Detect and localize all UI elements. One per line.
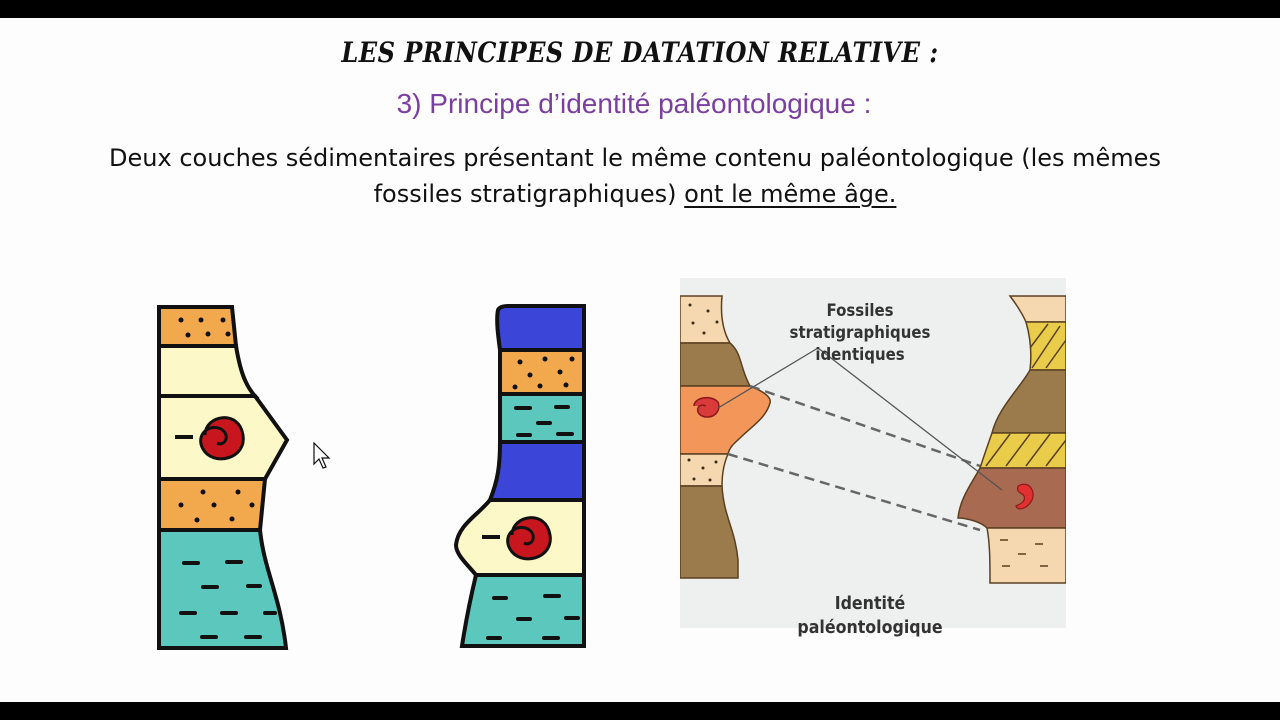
diagram-illustration — [680, 295, 1066, 584]
label-identity-line-2: paléontologique — [797, 617, 943, 638]
label-identical-fossils-line-1: Fossiles stratigraphiques — [789, 301, 931, 343]
definition-line-1: Deux couches sédimentaires présentant le… — [109, 144, 1161, 172]
paleontological-identity-diagram: Fossiles stratigraphiques identiques Ide… — [680, 278, 1066, 638]
slide-subtitle: 3) Principe d’identité paléontologique : — [396, 88, 872, 119]
definition-text: Deux couches sédimentaires présentant le… — [30, 140, 1240, 212]
label-paleontological-identity: Identité paléontologique — [773, 592, 967, 640]
stratigraphic-column-middle — [453, 304, 586, 648]
label-identity-line-1: Identité — [834, 593, 906, 614]
definition-emphasis: ont le même âge. — [684, 180, 897, 208]
definition-line-2-plain: fossiles stratigraphiques) — [373, 180, 685, 208]
definition-line-2: fossiles stratigraphiques) ont le même â… — [30, 176, 1240, 212]
stratigraphic-column-left — [157, 305, 290, 650]
slide-title: Les principes de datation relative : — [341, 36, 939, 69]
label-identical-fossils: Fossiles stratigraphiques identiques — [754, 300, 965, 366]
label-identical-fossils-line-2: identiques — [815, 345, 905, 365]
mouse-cursor-icon — [313, 442, 331, 469]
